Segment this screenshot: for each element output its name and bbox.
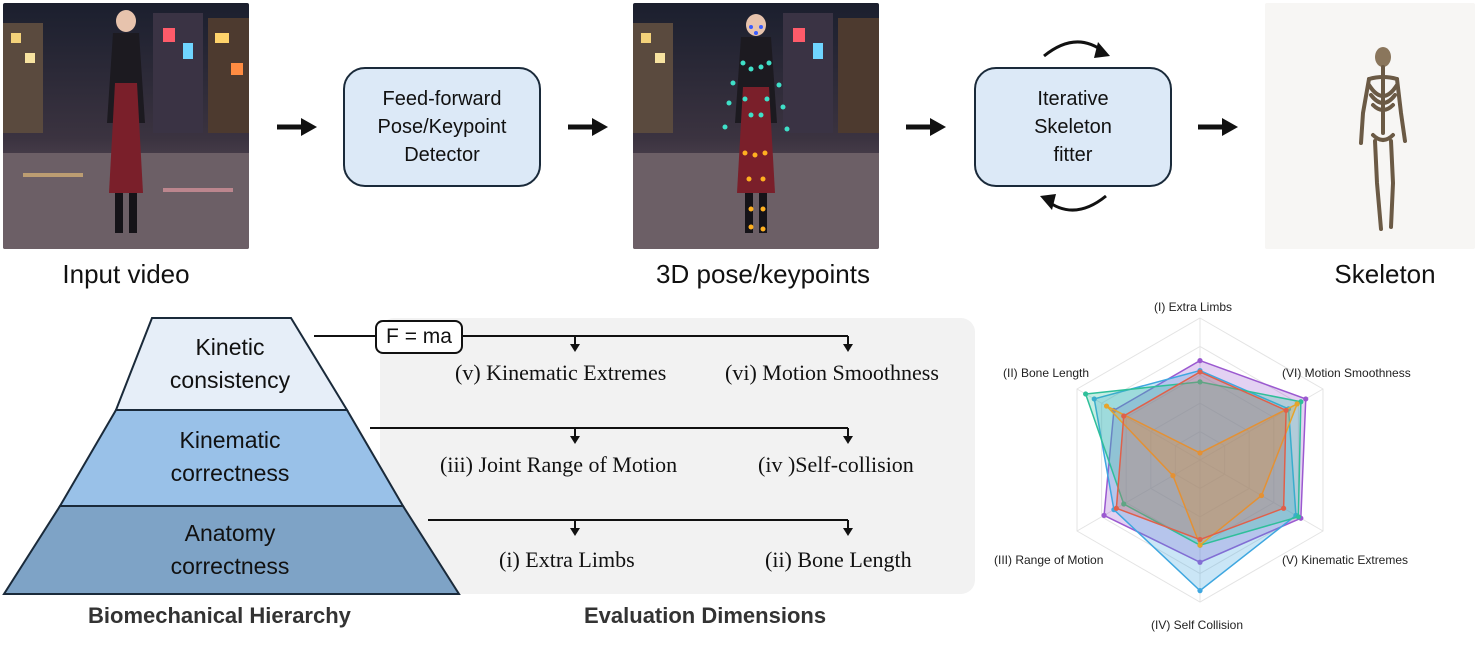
- keypoints-caption: 3D pose/keypoints: [656, 259, 870, 289]
- radar-point: [1091, 396, 1097, 402]
- hierarchy-title: Biomechanical Hierarchy: [88, 603, 351, 628]
- formula-text: F = ma: [386, 325, 452, 348]
- radar-point: [1295, 514, 1301, 520]
- dim-kinematic-extremes: (v) Kinematic Extremes: [455, 360, 667, 385]
- cycle-arrow-top-icon: [1043, 40, 1110, 58]
- radar-point: [1281, 505, 1287, 511]
- formula-box: F = ma: [375, 320, 463, 354]
- radar-point: [1103, 403, 1110, 409]
- skeleton-fitter-box: Iterative Skeleton fitter: [974, 67, 1172, 187]
- level-kinetic: Kinetic consistency: [169, 334, 291, 393]
- radar-point: [1197, 369, 1203, 375]
- radar-axis-label-self-collision: (IV) Self Collision: [1151, 618, 1244, 632]
- pose-detector-box: Feed-forward Pose/Keypoint Detector: [343, 67, 541, 187]
- dim-self-collision: (iv )Self-collision: [758, 452, 914, 477]
- radar-point: [1121, 413, 1127, 419]
- radar-point: [1294, 401, 1300, 407]
- radar-point: [1113, 505, 1119, 511]
- arrow-right-icon: [277, 118, 317, 136]
- radar-axis-line: [1076, 459, 1201, 532]
- radar-point: [1197, 542, 1203, 548]
- arrow-right-icon: [906, 118, 946, 136]
- radar-axis-label-range-of-motion: (III) Range of Motion: [994, 553, 1104, 567]
- pose-detector-label: Feed-forward Pose/Keypoint Detector: [377, 88, 507, 166]
- arrow-right-icon: [1198, 118, 1238, 136]
- radar-axis-line: [1076, 388, 1201, 461]
- radar-chart: [1076, 317, 1324, 603]
- radar-point: [1101, 512, 1107, 518]
- dim-extra-limbs: (i) Extra Limbs: [499, 547, 635, 572]
- dim-joint-range: (iii) Joint Range of Motion: [440, 452, 678, 477]
- skeleton-render: [1265, 3, 1475, 249]
- keypoints-frame: [633, 3, 879, 249]
- radar-point: [1121, 501, 1127, 507]
- input-video-caption: Input video: [62, 259, 190, 289]
- radar-point: [1303, 396, 1309, 402]
- radar-point: [1197, 358, 1203, 364]
- cycle-arrow-bottom-icon: [1040, 194, 1107, 212]
- level-kinematic: Kinematic correctness: [170, 427, 290, 486]
- arrow-right-icon: [568, 118, 608, 136]
- evaluation-connectors: [314, 335, 853, 536]
- radar-point: [1197, 588, 1203, 594]
- biomechanical-pyramid: [2, 317, 461, 595]
- level-anatomy: Anatomy correctness: [170, 520, 290, 579]
- radar-axis-label-extra-limbs: (I) Extra Limbs: [1154, 300, 1233, 314]
- radar-point: [1170, 473, 1176, 479]
- radar-point: [1197, 559, 1203, 565]
- radar-axis-label-motion-smoothness: (VI) Motion Smoothness: [1282, 366, 1411, 380]
- radar-point: [1258, 492, 1265, 499]
- input-video-frame: [3, 3, 249, 249]
- skeleton-caption: Skeleton: [1334, 259, 1436, 289]
- radar-point: [1083, 391, 1089, 397]
- radar-point: [1197, 379, 1203, 385]
- dim-motion-smoothness: (vi) Motion Smoothness: [725, 360, 939, 385]
- radar-axis-label-kinematic-extremes: (V) Kinematic Extremes: [1282, 553, 1409, 567]
- skeleton-fitter-label: Iterative Skeleton fitter: [1034, 88, 1112, 166]
- radar-point: [1283, 407, 1289, 413]
- radar-point: [1197, 536, 1203, 543]
- evaluation-panel: [380, 318, 975, 594]
- evaluation-title: Evaluation Dimensions: [584, 603, 827, 628]
- radar-axis-label-bone-length: (II) Bone Length: [1003, 366, 1090, 380]
- dim-bone-length: (ii) Bone Length: [765, 547, 912, 572]
- radar-point: [1197, 450, 1203, 456]
